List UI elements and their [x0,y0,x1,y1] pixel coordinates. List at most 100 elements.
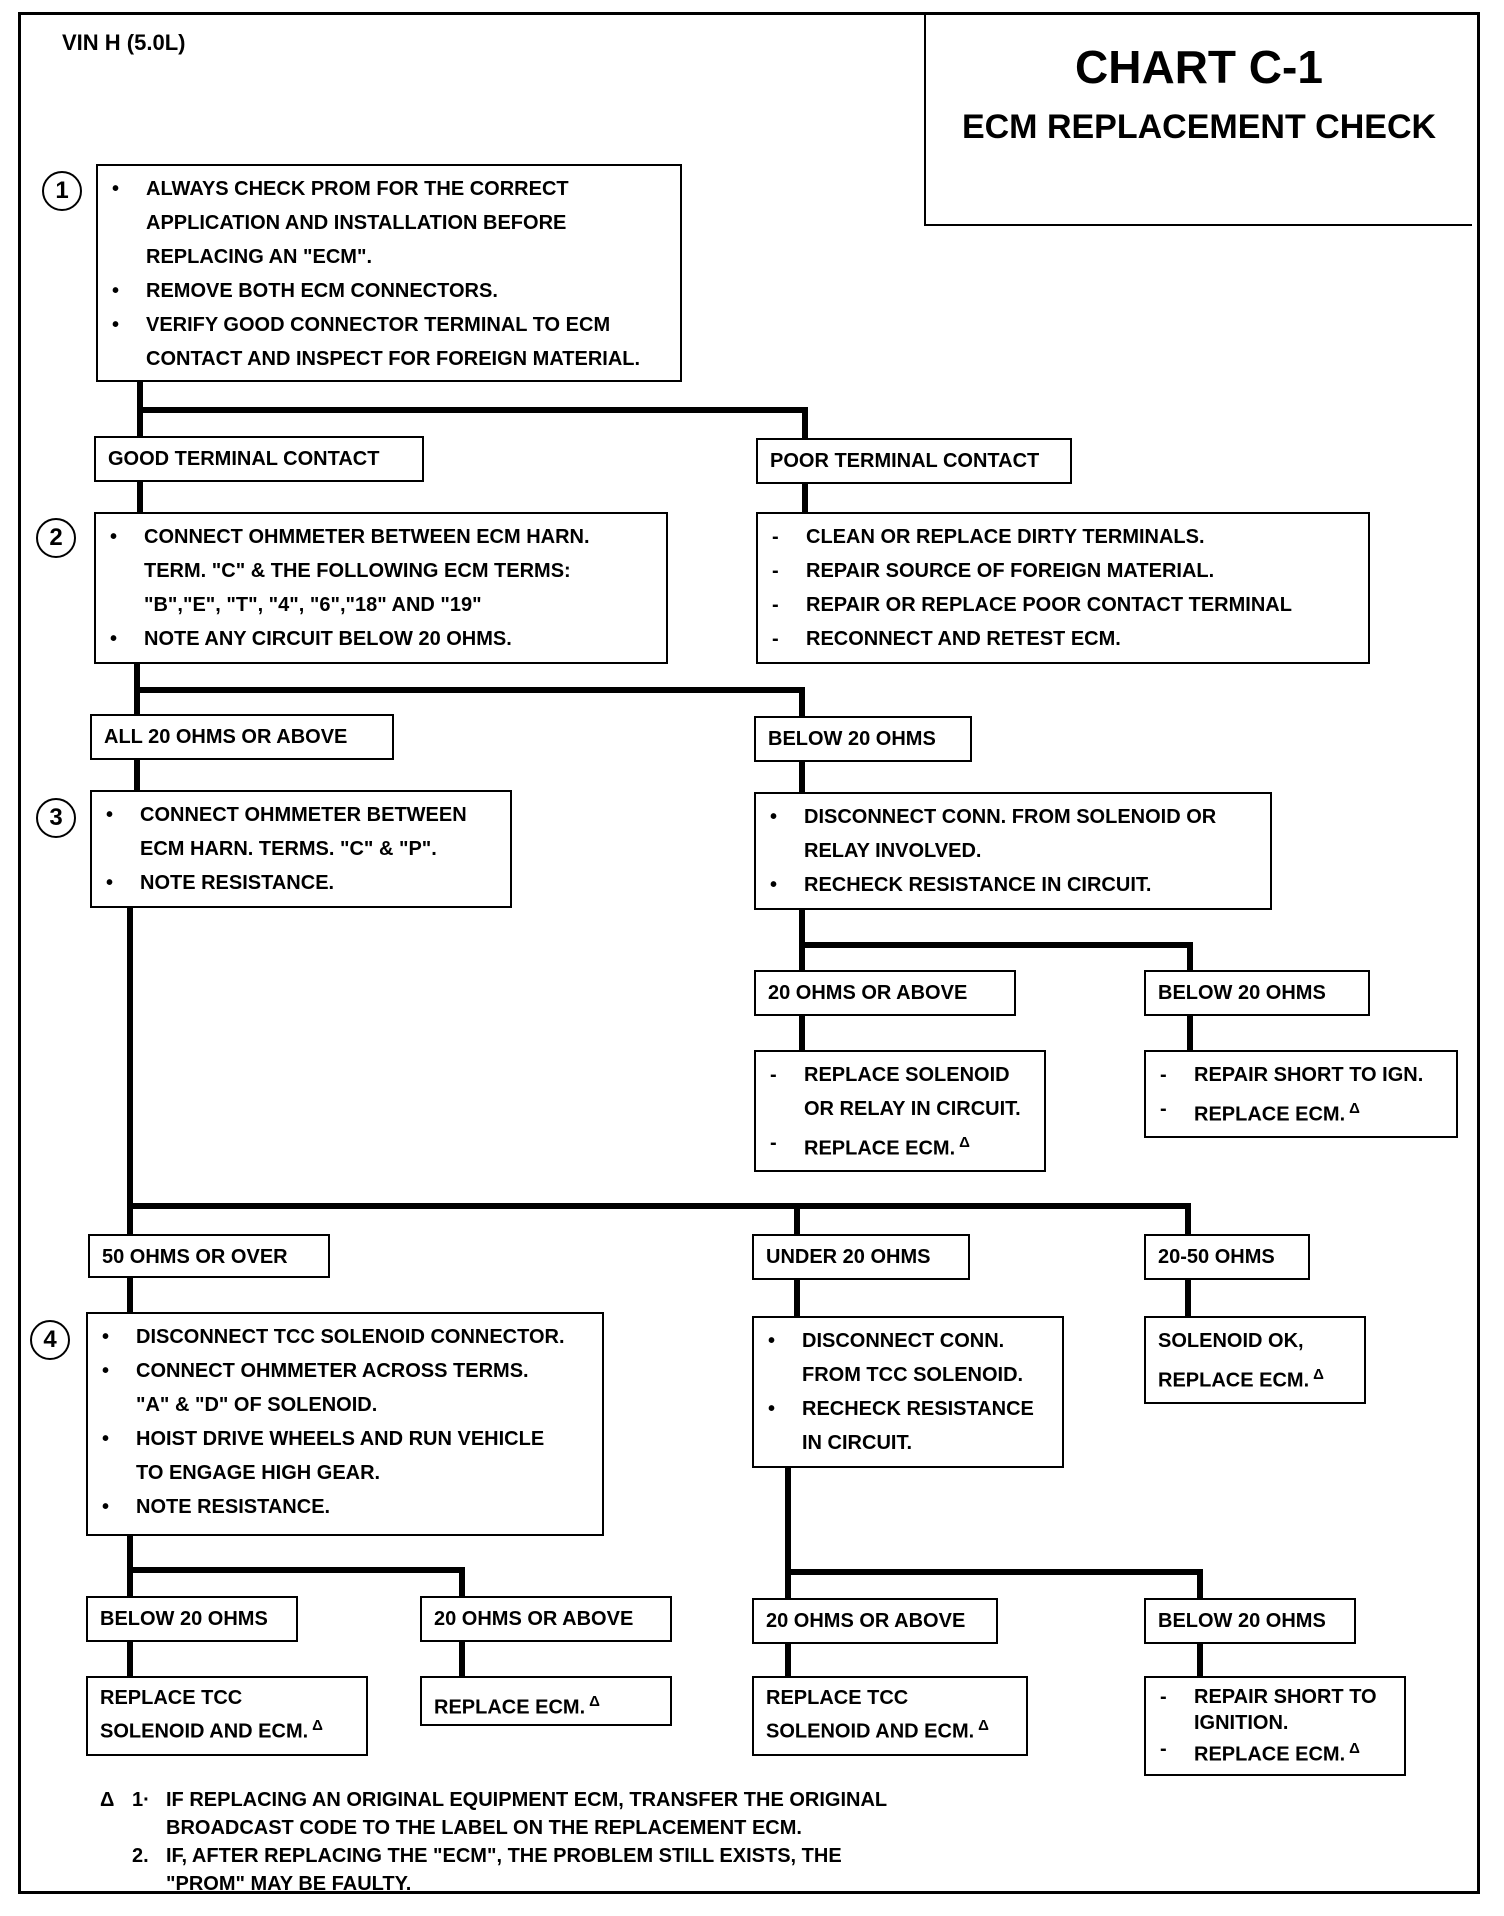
repair-short-ign-box: - REPAIR SHORT TO IGN. - REPLACE ECM.Δ [1144,1050,1458,1138]
solenoid-ok-line: SOLENOID OK, [1158,1330,1304,1352]
delta-icon: Δ [589,1693,600,1710]
bullet: • [768,1330,776,1352]
disconnect-tcc-line: DISCONNECT CONN. [802,1330,1005,1352]
connector-step1-poor [140,407,808,438]
step3-line: NOTE RESISTANCE. [140,872,335,894]
step2-line: "B","E", "T", "4", "6","18" AND "19" [144,594,482,616]
delta-icon: Δ [100,1789,115,1811]
note-text: "PROM" MAY BE FAULTY. [166,1873,412,1895]
repair-short-ignition-box: - REPAIR SHORT TO IGNITION. - REPLACE ECM.… [1144,1676,1406,1776]
20-ohms-above-label: 20 OHMS OR ABOVE [420,1596,672,1642]
chart-frame [18,12,1480,1894]
connector-step2-below20 [137,687,805,716]
delta-icon: Δ [959,1134,970,1151]
poor-terminal-contact-label: POOR TERMINAL CONTACT [756,438,1072,484]
replace-tcc-ecm-box: REPLACE TCC SOLENOID AND ECM.Δ [86,1676,368,1756]
chart-subtitle: ECM REPLACEMENT CHECK [961,108,1437,146]
bullet: • [112,280,120,302]
replace-solenoid-box: -REPLACE SOLENOID OR RELAY IN CIRCUIT. -… [754,1050,1046,1172]
disconnect-tcc-line: RECHECK RESISTANCE [802,1398,1034,1420]
all-20-ohms-label: ALL 20 OHMS OR ABOVE [90,714,394,760]
title-box: CHART C-1 ECM REPLACEMENT CHECK [924,14,1472,226]
vin-label: VIN H (5.0L) [62,30,186,55]
bullet: • [110,628,118,650]
step4-line: HOIST DRIVE WHEELS AND RUN VEHICLE [136,1428,545,1450]
dash: - [1160,1098,1167,1120]
note-text: IF, AFTER REPLACING THE "ECM", THE PROBL… [166,1845,842,1867]
outcome-line: REPAIR SHORT TO [1194,1686,1377,1708]
bullet: • [112,178,120,200]
disconnect-line: DISCONNECT CONN. FROM SOLENOID OR [804,806,1217,828]
step4-line: "A" & "D" OF SOLENOID. [136,1394,378,1416]
disconnect-line: RECHECK RESISTANCE IN CIRCUIT. [804,874,1152,896]
step-marker-2: 2 [36,518,76,558]
disconnect-tcc-line: FROM TCC SOLENOID. [802,1364,1024,1386]
action-line: CLEAN OR REPLACE DIRTY TERMINALS. [806,526,1205,548]
step3-line: ECM HARN. TERMS. "C" & "P". [140,838,437,860]
delta-icon: Δ [1349,1740,1360,1757]
bullet: • [102,1360,110,1382]
dash: - [1160,1064,1167,1086]
disconnect-line: RELAY INVOLVED. [804,840,982,862]
step-marker-1: 1 [42,171,82,211]
action-line: RECONNECT AND RETEST ECM. [806,628,1121,650]
step4-line: TO ENGAGE HIGH GEAR. [136,1462,381,1484]
step4-line: CONNECT OHMMETER ACROSS TERMS. [136,1360,529,1382]
repair-line: REPAIR SHORT TO IGN. [1194,1064,1424,1086]
replace-line: REPLACE ECM. [804,1137,956,1160]
dash: - [1160,1686,1167,1708]
step4-instructions: • DISCONNECT TCC SOLENOID CONNECTOR. • CON… [86,1312,604,1536]
connector-step3-branches [130,1203,1191,1234]
outcome-line: REPLACE TCC [100,1687,243,1709]
step1-instructions: • ALWAYS CHECK PROM FOR THE CORRECT APPLI… [96,164,682,382]
step3-instructions: •CONNECT OHMMETER BETWEEN ECM HARN. TERM… [90,790,512,908]
bullet: • [102,1496,110,1518]
delta-icon: Δ [1349,1100,1360,1117]
below-20-ohms-label: BELOW 20 OHMS [1144,1598,1356,1644]
below-20-ohms-label: BELOW 20 OHMS [754,716,972,762]
step1-line: REMOVE BOTH ECM CONNECTORS. [146,280,498,302]
disconnect-solenoid-box: • DISCONNECT CONN. FROM SOLENOID OR RELAY… [754,792,1272,910]
outcome-line: IGNITION. [1194,1712,1289,1734]
dash: - [1160,1738,1167,1760]
bullet: • [110,526,118,548]
step1-line: ALWAYS CHECK PROM FOR THE CORRECT [146,178,569,200]
step1-line: VERIFY GOOD CONNECTOR TERMINAL TO ECM [146,314,611,336]
replace-line: OR RELAY IN CIRCUIT. [804,1098,1021,1120]
delta-icon: Δ [978,1717,989,1734]
note-text: BROADCAST CODE TO THE LABEL ON THE REPLA… [166,1817,802,1839]
outcome-line: REPLACE TCC [766,1687,909,1709]
delta-icon: Δ [1313,1366,1324,1383]
note-text: IF REPLACING AN ORIGINAL EQUIPMENT ECM, … [166,1789,888,1811]
footnotes: Δ 1· IF REPLACING AN ORIGINAL EQUIPMENT … [100,1786,887,1898]
action-line: REPAIR OR REPLACE POOR CONTACT TERMINAL [806,594,1292,616]
bullet: • [770,806,778,828]
20-50-ohms-label: 20-50 OHMS [1144,1234,1310,1280]
dash: - [770,1064,777,1086]
step2-line: TERM. "C" & THE FOLLOWING ECM TERMS: [144,560,571,582]
connector-disconnect-below20 [802,942,1193,970]
good-terminal-contact-label: GOOD TERMINAL CONTACT [94,436,424,482]
bullet: • [112,314,120,336]
outcome-line: SOLENOID AND ECM. [766,1720,975,1743]
replace-line: REPLACE SOLENOID [804,1064,1010,1086]
repair-line: REPLACE ECM. [1194,1103,1346,1126]
solenoid-ok-line: REPLACE ECM. [1158,1369,1310,1392]
step-marker-4: 4 [30,1320,70,1360]
step-marker-3: 3 [36,798,76,838]
step1-line: APPLICATION AND INSTALLATION BEFORE [146,212,567,234]
note-number: 1· [132,1789,150,1811]
step3-line: CONNECT OHMMETER BETWEEN [140,804,467,826]
replace-tcc-ecm-box: REPLACE TCC SOLENOID AND ECM.Δ [752,1676,1028,1756]
connector-step4-20above [130,1567,465,1596]
step2-line: CONNECT OHMMETER BETWEEN ECM HARN. [144,526,590,548]
dash: - [772,526,779,548]
step4-line: NOTE RESISTANCE. [136,1496,331,1518]
bullet: • [102,1428,110,1450]
step4-line: DISCONNECT TCC SOLENOID CONNECTOR. [136,1326,565,1348]
bullet: • [770,874,778,896]
outcome-line: REPLACE ECM. [434,1696,586,1719]
outcome-line: REPLACE ECM. [1194,1743,1346,1766]
50-ohms-over-label: 50 OHMS OR OVER [88,1234,330,1278]
